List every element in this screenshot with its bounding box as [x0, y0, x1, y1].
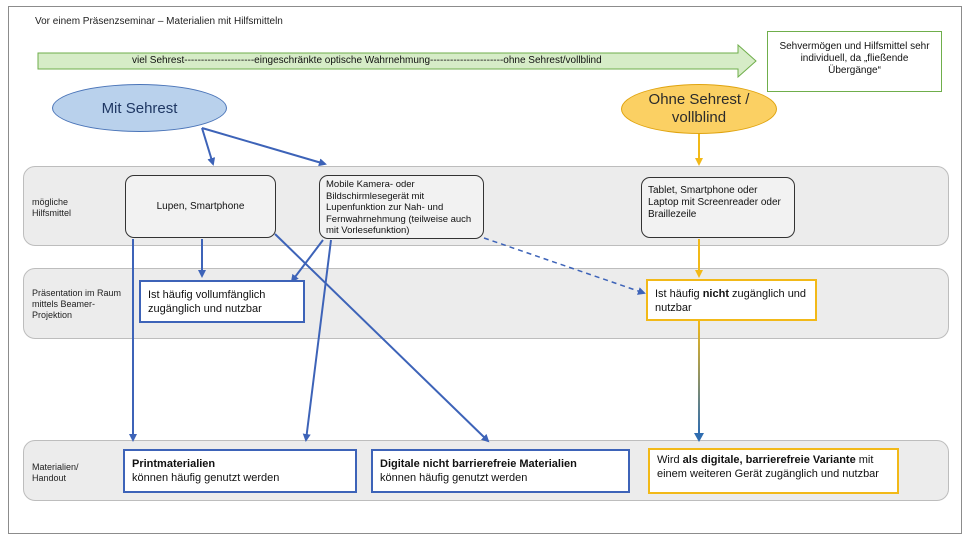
presentation-not-accessible-prefix: Ist häufig [655, 288, 703, 300]
arrow-camera-to-presentation [290, 239, 324, 283]
aid-screenreader-box: Tablet, Smartphone oder Laptop mit Scree… [641, 177, 795, 238]
arrow-sehrest-to-camera [201, 127, 327, 167]
presentation-accessible-box: Ist häufig vollumfänglich zugänglich und… [139, 280, 305, 323]
row-label-materials: Materialien/ Handout [32, 462, 79, 483]
arrow-sehrest-to-magnifier [201, 127, 216, 166]
row-label-aids: mögliche Hilfsmittel [32, 197, 72, 218]
presentation-not-accessible-box: Ist häufig nicht zugänglich und nutzbar [646, 279, 817, 321]
arrow-magnifier-to-digital [274, 233, 490, 443]
materials-digital-text: können häufig genutzt werden [380, 472, 528, 484]
ellipse-ohne-sehrest-label: Ohne Sehrest / vollblind [648, 91, 750, 126]
materials-accessible-bold: als digitale, barrierefreie Variante [682, 454, 856, 466]
spectrum-label: viel Sehrest---------------------eingesc… [132, 55, 602, 66]
arrow-camera-to-not-accessible [483, 237, 646, 295]
arrow-presentation-to-accessible-head [694, 433, 704, 442]
materials-accessible-prefix: Wird [657, 454, 683, 466]
materials-accessible-suffix: mit einem weiteren Gerät zugänglich und … [657, 454, 879, 480]
presentation-not-accessible-bold: nicht [702, 288, 729, 300]
row-label-presentation: Präsentation im Raum mittels Beamer-Proj… [32, 288, 122, 320]
aid-magnifier-box: Lupen, Smartphone [125, 175, 276, 238]
aid-screenreader-label: Tablet, Smartphone oder Laptop mit Scree… [648, 185, 781, 220]
materials-accessible-box: Wird als digitale, barrierefreie Variant… [648, 448, 899, 494]
materials-digital-title: Digitale nicht barrierefreie Materialien [380, 458, 577, 470]
arrow-presentation-to-accessible-line [698, 321, 700, 433]
materials-print-title: Printmaterialien [132, 458, 216, 470]
diagram-title: Vor einem Präsenzseminar – Materialien m… [35, 16, 283, 27]
note-box: Sehvermögen und Hilfsmittel sehr individ… [767, 31, 942, 92]
ellipse-mit-sehrest-label: Mit Sehrest [101, 99, 178, 117]
materials-print-box: Printmaterialien können häufig genutzt w… [123, 449, 357, 493]
ellipse-ohne-sehrest: Ohne Sehrest / vollblind [621, 84, 777, 134]
diagram-frame [8, 6, 962, 534]
arrow-camera-to-print [302, 239, 332, 442]
materials-print-text: können häufig genutzt werden [132, 472, 280, 484]
presentation-not-accessible-suffix: zugänglich und nutzbar [655, 288, 807, 314]
presentation-accessible-label: Ist häufig vollumfänglich zugänglich und… [148, 289, 266, 315]
aid-camera-box: Mobile Kamera- oder Bildschirmlesegerät … [319, 175, 484, 239]
materials-digital-box: Digitale nicht barrierefreie Materialien… [371, 449, 630, 493]
aid-camera-label: Mobile Kamera- oder Bildschirmlesegerät … [326, 179, 472, 236]
ellipse-mit-sehrest: Mit Sehrest [52, 84, 227, 132]
aid-magnifier-label: Lupen, Smartphone [156, 200, 245, 212]
spectrum-arrow-shape [37, 43, 757, 79]
